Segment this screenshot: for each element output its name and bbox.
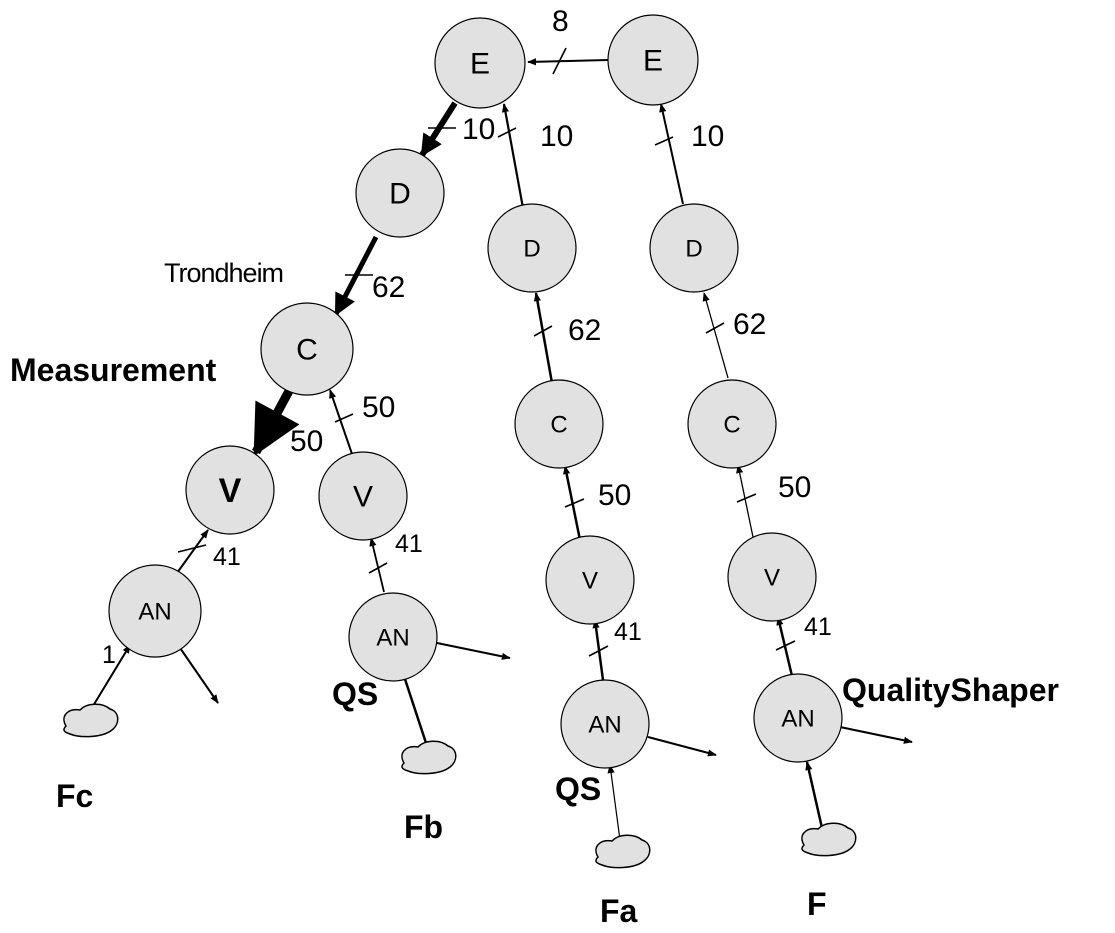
edge-fa-an3: [607, 764, 621, 841]
edge-c2-d2: [533, 292, 554, 384]
edge-an1-v1: [169, 529, 209, 582]
node-e1: E: [434, 17, 526, 109]
node-c2: C: [514, 379, 604, 469]
svg-text:AN: AN: [588, 712, 621, 739]
node-v3: V: [545, 535, 635, 625]
label-quality-shaper: QualityShaper: [842, 672, 1059, 708]
edge-d1-c1: [333, 235, 379, 316]
svg-text:C: C: [723, 412, 740, 439]
edge-label-an1-v1: 41: [213, 543, 241, 571]
label-fc: Fc: [56, 778, 93, 814]
svg-text:D: D: [389, 178, 411, 211]
edge-c3-d3: [702, 292, 729, 379]
svg-text:D: D: [523, 236, 540, 263]
edge-label-e1-d1: 10: [462, 113, 495, 146]
source-cloud-fb: [401, 740, 457, 775]
svg-text:V: V: [764, 565, 780, 592]
node-v4: V: [727, 532, 817, 622]
svg-text:V: V: [582, 568, 598, 595]
edge-an3-out: [639, 731, 717, 757]
edge-e2-e1: [527, 47, 609, 75]
edge-an4-out: [831, 721, 913, 744]
edge-label-v4-c3: 50: [778, 471, 811, 504]
svg-text:V: V: [353, 481, 373, 514]
label-fb: Fb: [404, 809, 443, 845]
edge-label-e2-e1: 8: [552, 5, 569, 38]
edge-label-an2-v2: 41: [395, 530, 423, 558]
source-cloud-f: [801, 822, 857, 857]
edge-v4-c3: [736, 464, 757, 538]
svg-text:AN: AN: [781, 706, 814, 733]
node-d1: D: [355, 148, 445, 238]
edge-an3-v3: [588, 619, 609, 681]
node-c1: C: [260, 302, 354, 396]
edge-d3-e2: [654, 103, 684, 205]
edge-d2-e1: [497, 103, 525, 209]
node-v1: V: [185, 445, 275, 535]
node-an1: AN: [108, 564, 202, 658]
edge-label-d2-e1: 10: [540, 120, 573, 153]
edge-an2-out: [428, 637, 511, 660]
svg-text:D: D: [685, 236, 702, 263]
edge-label-v2-c1: 50: [362, 391, 395, 424]
edge-label-d1-c1: 62: [372, 271, 405, 304]
node-v2: V: [318, 451, 408, 541]
node-an4: AN: [753, 673, 843, 763]
label-qs-b: QS: [332, 676, 378, 712]
edge-label-d3-e2: 10: [691, 120, 724, 153]
node-d2: D: [487, 203, 577, 293]
svg-text:V: V: [219, 472, 242, 510]
edge-fc-an1: [85, 644, 131, 715]
edge-an1-out: [170, 636, 219, 704]
label-f: F: [807, 886, 827, 922]
edge-c1-v1: [252, 388, 300, 457]
svg-text:AN: AN: [138, 599, 171, 626]
edge-label-fc-an1: 1: [102, 641, 116, 669]
edge-label-c2-d2: 62: [568, 314, 601, 347]
edge-an4-v4: [775, 616, 796, 677]
node-d3: D: [649, 203, 739, 293]
svg-text:C: C: [296, 334, 318, 367]
label-qs-a: QS: [555, 771, 601, 807]
edge-label-an3-v3: 41: [614, 618, 642, 646]
edge-label-c1-v1: 50: [290, 425, 323, 458]
edge-an2-v2: [368, 537, 388, 593]
edge-fb-an2: [400, 669, 429, 747]
edge-label-an4-v4: 41: [804, 613, 832, 641]
edge-label-v3-c2: 50: [598, 479, 631, 512]
label-fa: Fa: [600, 893, 638, 929]
edge-label-c3-d3: 62: [733, 308, 766, 341]
svg-text:E: E: [470, 48, 490, 81]
edge-f-an4: [805, 761, 824, 829]
svg-text:C: C: [550, 412, 567, 439]
node-an3: AN: [560, 679, 650, 769]
edge-e1-d1: [419, 101, 458, 157]
source-cloud-fc: [63, 703, 119, 738]
svg-text:E: E: [643, 45, 663, 78]
label-measurement: Measurement: [10, 352, 217, 388]
node-c3: C: [687, 379, 777, 469]
source-cloud-fa: [595, 834, 651, 869]
edge-v3-c2: [563, 465, 585, 541]
label-trondheim: Trondheim: [164, 258, 283, 288]
svg-text:AN: AN: [376, 625, 409, 652]
node-e2: E: [607, 14, 699, 106]
edge-v2-c1: [329, 389, 354, 455]
node-an2: AN: [348, 592, 438, 682]
